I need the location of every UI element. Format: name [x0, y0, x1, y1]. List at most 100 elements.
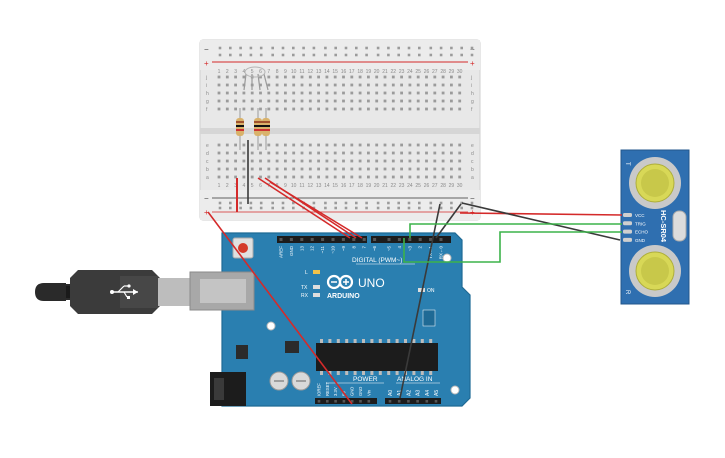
breadboard-hole[interactable] — [242, 175, 246, 179]
rail-hole[interactable] — [292, 206, 295, 210]
header-pin[interactable] — [362, 238, 366, 241]
breadboard-hole[interactable] — [325, 175, 329, 179]
breadboard-hole[interactable] — [217, 175, 221, 179]
breadboard-hole[interactable] — [391, 175, 395, 179]
breadboard-hole[interactable] — [375, 175, 379, 179]
breadboard-hole[interactable] — [267, 75, 271, 79]
breadboard-hole[interactable] — [333, 107, 337, 111]
sensor-pin[interactable] — [623, 237, 632, 242]
breadboard-hole[interactable] — [425, 159, 428, 163]
breadboard-hole[interactable] — [225, 75, 229, 79]
breadboard-hole[interactable] — [242, 99, 246, 103]
breadboard-hole[interactable] — [308, 143, 312, 147]
breadboard-hole[interactable] — [383, 99, 387, 103]
breadboard-hole[interactable] — [275, 159, 279, 163]
header-pin[interactable] — [352, 238, 356, 241]
sensor-vcc-wire[interactable] — [459, 212, 623, 216]
header-pin[interactable] — [321, 238, 325, 241]
rail-hole[interactable] — [418, 46, 421, 50]
breadboard-hole[interactable] — [400, 151, 403, 155]
breadboard-hole[interactable] — [450, 159, 453, 163]
breadboard-hole[interactable] — [408, 159, 412, 163]
rail-hole[interactable] — [450, 53, 453, 57]
rail-hole[interactable] — [355, 46, 358, 50]
breadboard-hole[interactable] — [375, 167, 379, 171]
rail-hole[interactable] — [292, 201, 295, 205]
breadboard-hole[interactable] — [416, 75, 420, 79]
breadboard-hole[interactable] — [350, 91, 354, 95]
breadboard-hole[interactable] — [450, 143, 453, 147]
breadboard-hole[interactable] — [450, 99, 453, 103]
breadboard-hole[interactable] — [358, 167, 362, 171]
breadboard-hole[interactable] — [416, 99, 420, 103]
breadboard-hole[interactable] — [458, 159, 462, 163]
header-pin[interactable] — [439, 238, 443, 241]
breadboard-hole[interactable] — [450, 75, 453, 79]
breadboard-hole[interactable] — [367, 151, 370, 155]
breadboard-hole[interactable] — [250, 91, 254, 95]
breadboard-hole[interactable] — [425, 99, 428, 103]
breadboard-hole[interactable] — [308, 159, 312, 163]
rail-hole[interactable] — [218, 201, 222, 205]
breadboard-hole[interactable] — [441, 99, 445, 103]
breadboard-hole[interactable] — [300, 75, 304, 79]
rail-hole[interactable] — [460, 46, 463, 50]
breadboard-hole[interactable] — [433, 75, 437, 79]
sensor-echo-wire[interactable] — [403, 231, 622, 263]
breadboard-hole[interactable] — [284, 151, 287, 155]
rail-hole[interactable] — [387, 206, 390, 210]
rail-hole[interactable] — [229, 53, 232, 57]
breadboard-hole[interactable] — [333, 151, 337, 155]
breadboard-hole[interactable] — [358, 91, 362, 95]
rail-hole[interactable] — [239, 206, 242, 210]
breadboard-hole[interactable] — [367, 167, 370, 171]
breadboard-hole[interactable] — [225, 99, 229, 103]
breadboard-hole[interactable] — [441, 91, 445, 95]
breadboard-hole[interactable] — [267, 175, 271, 179]
breadboard-hole[interactable] — [300, 151, 304, 155]
breadboard-hole[interactable] — [333, 91, 337, 95]
breadboard-hole[interactable] — [367, 75, 370, 79]
breadboard-hole[interactable] — [242, 83, 246, 87]
breadboard-hole[interactable] — [292, 175, 296, 179]
breadboard-hole[interactable] — [259, 167, 262, 171]
breadboard-hole[interactable] — [308, 175, 312, 179]
breadboard-hole[interactable] — [408, 83, 412, 87]
breadboard-hole[interactable] — [333, 175, 337, 179]
breadboard-hole[interactable] — [342, 99, 345, 103]
breadboard-hole[interactable] — [358, 99, 362, 103]
header-pin[interactable] — [373, 238, 377, 241]
power-pin[interactable] — [367, 400, 371, 403]
breadboard-hole[interactable] — [441, 107, 445, 111]
breadboard-hole[interactable] — [308, 91, 312, 95]
breadboard-hole[interactable] — [300, 107, 304, 111]
breadboard-hole[interactable] — [433, 167, 437, 171]
breadboard-hole[interactable] — [416, 167, 420, 171]
reset-button-cap[interactable] — [238, 243, 248, 253]
rail-hole[interactable] — [418, 201, 421, 205]
breadboard-hole[interactable] — [391, 83, 395, 87]
breadboard-hole[interactable] — [275, 167, 279, 171]
rail-hole[interactable] — [344, 206, 348, 210]
breadboard-hole[interactable] — [375, 143, 379, 147]
breadboard-hole[interactable] — [441, 175, 445, 179]
breadboard-hole[interactable] — [317, 75, 320, 79]
breadboard-hole[interactable] — [433, 83, 437, 87]
breadboard-hole[interactable] — [217, 91, 221, 95]
resistor-2[interactable] — [254, 108, 262, 150]
breadboard-hole[interactable] — [350, 159, 354, 163]
rail-hole[interactable] — [439, 206, 443, 210]
breadboard-hole[interactable] — [450, 83, 453, 87]
breadboard-hole[interactable] — [250, 107, 254, 111]
breadboard-hole[interactable] — [217, 107, 221, 111]
breadboard-hole[interactable] — [234, 99, 237, 103]
breadboard-hole[interactable] — [400, 159, 403, 163]
breadboard-hole[interactable] — [391, 91, 395, 95]
breadboard-hole[interactable] — [425, 91, 428, 95]
analog-pin[interactable] — [388, 400, 392, 403]
breadboard-hole[interactable] — [383, 175, 387, 179]
breadboard-hole[interactable] — [375, 99, 379, 103]
breadboard-hole[interactable] — [267, 91, 271, 95]
